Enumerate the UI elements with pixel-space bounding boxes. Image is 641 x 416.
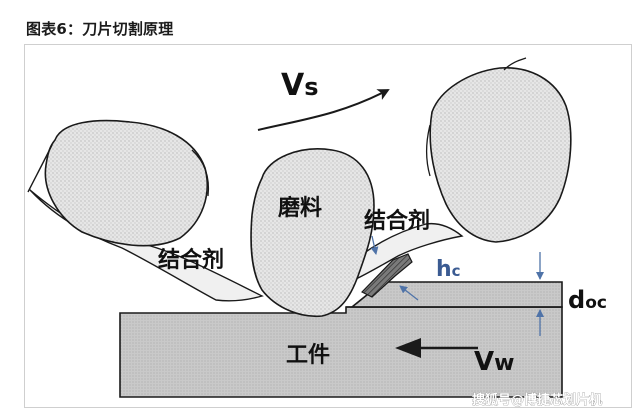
hc-arrow-up: [399, 285, 419, 301]
abrasive-grain-right: [429, 67, 572, 243]
blade-speed-label: Vs: [281, 68, 319, 103]
hc-arrow-down: [370, 235, 379, 255]
feed-arrow-head: [395, 338, 421, 358]
binder-strand-right: [425, 124, 431, 177]
abrasive-label: 磨料: [278, 196, 322, 221]
workpiece-speed-label: Vw: [474, 347, 514, 377]
workpiece-label: 工件: [286, 343, 330, 368]
binder-strand-right-top: [503, 57, 527, 71]
diagram-frame: [24, 44, 632, 408]
binder-strand-left: [27, 144, 53, 193]
watermark: 搜狐号@博捷芯划片机: [472, 392, 602, 408]
depth-of-cut-label: doc: [568, 286, 607, 314]
abrasive-grain-center: [250, 148, 375, 318]
binder-strand-top: [191, 149, 210, 197]
binder-label-left: 结合剂: [158, 247, 224, 273]
binder-bridge-right: [351, 222, 464, 279]
abrasive-grain-left: [44, 119, 208, 247]
figure-caption: 图表6：刀片切割原理: [26, 20, 174, 38]
blade-rotation-arrow: [257, 89, 390, 131]
chip-thickness-label: hc: [436, 257, 461, 282]
binder-label-right: 结合剂: [364, 208, 430, 234]
chip: [360, 253, 413, 298]
